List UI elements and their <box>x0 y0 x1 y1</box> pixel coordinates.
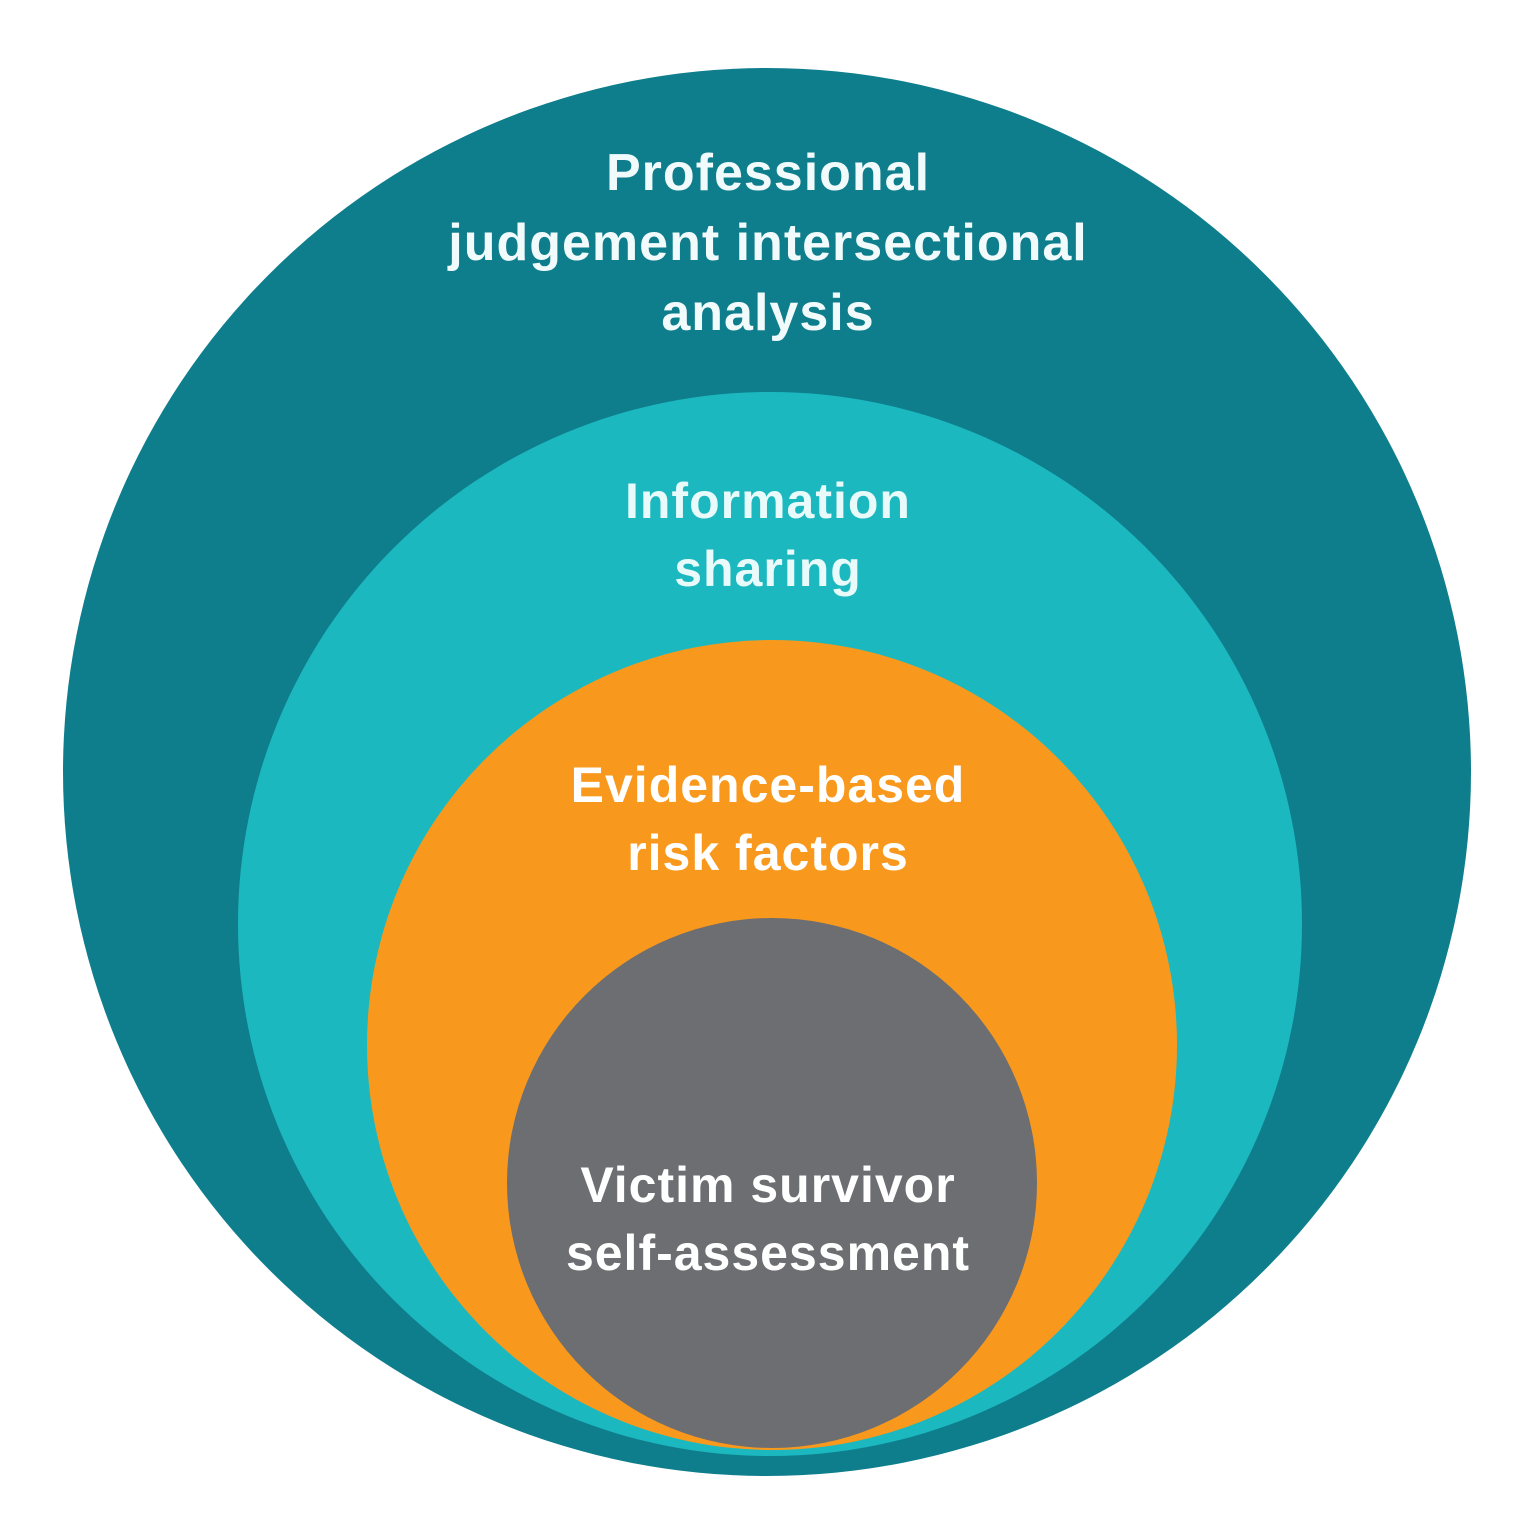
circle-victim-survivor-self-assessment <box>507 918 1037 1448</box>
